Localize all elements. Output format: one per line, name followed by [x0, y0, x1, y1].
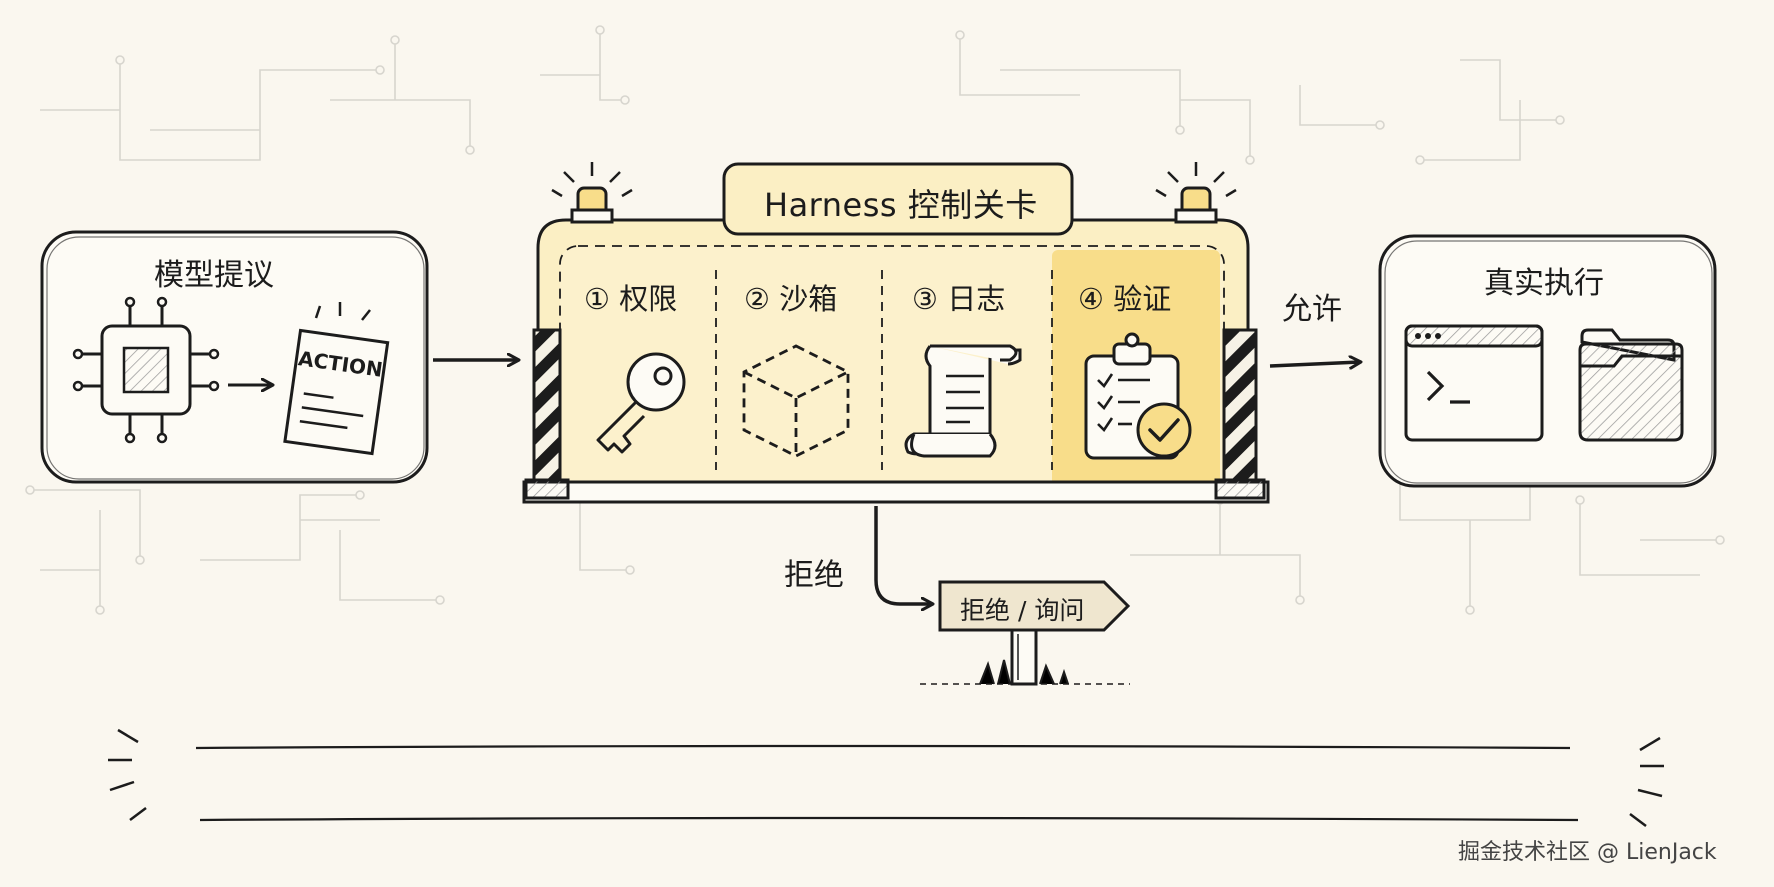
- gate-post-left: [524, 328, 570, 500]
- folder-icon: [1578, 328, 1684, 442]
- gate-post-right: [1214, 328, 1266, 500]
- alarm-light-left: [551, 162, 633, 224]
- terminal-window-icon: [1404, 324, 1544, 442]
- chip-icon: [72, 296, 220, 444]
- sparkle-left: [108, 728, 147, 821]
- action-card-icon: [283, 302, 390, 456]
- sparkle-right: [1629, 736, 1664, 827]
- target-box-title: 真实执行: [1484, 266, 1604, 301]
- gate-title-plate: [722, 162, 1074, 236]
- sandbox-cube-icon: [742, 344, 850, 458]
- key-icon: [596, 352, 686, 454]
- scroll-log-icon: [904, 344, 1022, 458]
- allow-arrow: [1269, 362, 1360, 366]
- stage-label-verify: ④ 验证: [1078, 282, 1172, 316]
- source-box-title: 模型提议: [154, 258, 274, 293]
- reject-sign-label: 拒绝 / 询问: [960, 596, 1085, 625]
- reject-signpost: [920, 580, 1131, 686]
- circuit-background: [25, 25, 1725, 615]
- footer-lines: [195, 744, 1579, 822]
- allow-label: 允许: [1282, 292, 1342, 327]
- reject-arrow: [874, 506, 932, 604]
- gate-title: Harness 控制关卡: [764, 186, 1038, 224]
- stage-label-permission: ① 权限: [584, 282, 678, 316]
- credit-watermark: 掘金技术社区 @ LienJack: [1458, 840, 1717, 865]
- stage-label-sandbox: ② 沙箱: [744, 282, 838, 316]
- reject-label: 拒绝: [784, 558, 844, 593]
- clipboard-check-icon: [1084, 332, 1192, 460]
- stage-label-log: ③ 日志: [912, 282, 1006, 316]
- alarm-light-right: [1155, 162, 1237, 224]
